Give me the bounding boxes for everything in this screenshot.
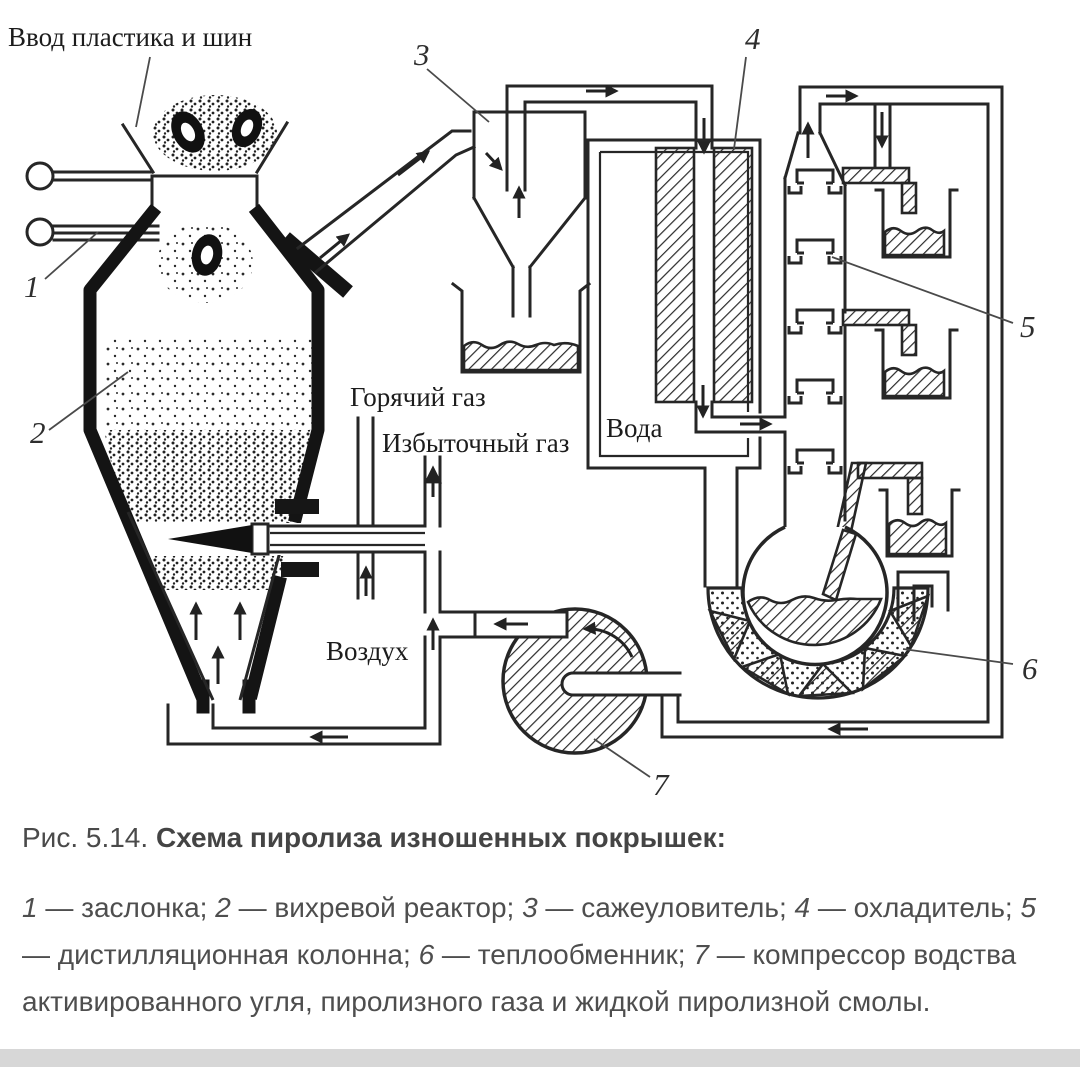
overflow-trap xyxy=(896,570,950,622)
hot-gas-air-pipe xyxy=(356,416,375,600)
leader-2 xyxy=(48,371,129,431)
part-number-3: 3 xyxy=(413,37,430,72)
wall-flange xyxy=(281,562,319,577)
pipe-wall-section xyxy=(280,232,353,298)
vortex-reactor xyxy=(25,95,446,714)
leader-6 xyxy=(902,648,1014,665)
leader-feed xyxy=(135,56,151,128)
return-loop xyxy=(166,703,442,746)
annotations: Ввод пластика и шин Горячий газ Избыточн… xyxy=(8,21,1038,802)
shell-segments xyxy=(707,593,931,698)
flow-arrow xyxy=(484,151,503,171)
legend-item-number: 3 xyxy=(522,892,538,923)
damper-gate-upper xyxy=(52,170,259,182)
cooler xyxy=(586,138,787,588)
part-number-5: 5 xyxy=(1020,309,1036,344)
cooler-plate xyxy=(654,146,696,404)
heat-exchanger xyxy=(706,525,950,700)
reflux-pipe xyxy=(873,102,892,168)
flow-arrow xyxy=(319,233,351,260)
burner-pipe-inner xyxy=(270,531,425,547)
part-number-2: 2 xyxy=(30,415,46,450)
pyrolysis-diagram: Ввод пластика и шин Горячий газ Избыточн… xyxy=(8,21,1038,802)
reactor-outlet-pipe xyxy=(280,129,476,298)
reactor-bed-sparse xyxy=(104,336,314,430)
leader-4 xyxy=(733,56,747,150)
label-feed-input: Ввод пластика и шин xyxy=(8,22,252,52)
tire-piece xyxy=(171,111,205,153)
leader-5 xyxy=(831,256,1014,324)
reactor-bed-lower xyxy=(138,556,284,590)
leader-1 xyxy=(44,231,99,280)
compressor xyxy=(438,607,682,755)
label-water: Вода xyxy=(606,413,662,443)
legend-item-number: 7 xyxy=(693,939,709,970)
excess-gas-pipe xyxy=(423,455,442,746)
label-hot-gas: Горячий газ xyxy=(350,382,486,412)
burner-pipe-fill xyxy=(250,523,446,555)
part-number-7: 7 xyxy=(653,767,670,802)
cooler-plate xyxy=(712,146,754,404)
rotation-arrow xyxy=(582,621,634,658)
burner-pipe xyxy=(266,524,427,554)
label-excess-gas: Избыточный газ xyxy=(382,428,569,458)
footer-divider-bar xyxy=(0,1049,1080,1067)
product-tank xyxy=(874,328,959,400)
soot-tank-liquid xyxy=(462,340,580,372)
dip-tube-lower xyxy=(821,528,858,602)
figure-caption: Рис. 5.14. Схема пиролиза изношенных пок… xyxy=(22,822,726,854)
legend-item-number: 6 xyxy=(418,939,435,970)
legend-item-number: 1 xyxy=(22,892,38,923)
wall-flange xyxy=(275,499,319,514)
gas-piping xyxy=(166,416,868,746)
reactor-wall xyxy=(83,203,325,714)
legend-text: 1 — заслонка; 2 — вихревой реактор; 3 — … xyxy=(22,892,1037,1017)
legend-item-number: 4 xyxy=(794,892,811,923)
bubble-cap-trays xyxy=(787,168,843,475)
product-tank xyxy=(874,188,959,259)
caption-title: Схема пиролиза изношенных покрышек: xyxy=(155,822,726,853)
part-number-4: 4 xyxy=(745,21,761,56)
tire-piece xyxy=(231,108,263,148)
soot-separator xyxy=(450,84,714,374)
product-tank xyxy=(878,488,961,558)
flow-arrow xyxy=(397,150,431,177)
caption-prefix: Рис. 5.14. xyxy=(22,822,149,853)
soot-tank xyxy=(450,281,592,374)
figure-legend: 1 — заслонка; 2 — вихревой реактор; 3 — … xyxy=(22,884,1068,1025)
legend-item-number: 5 xyxy=(1020,892,1037,923)
part-number-6: 6 xyxy=(1022,651,1038,686)
water-outlet-pipe xyxy=(703,466,739,588)
gate-actuator xyxy=(25,217,55,247)
gate-actuator xyxy=(25,161,55,191)
tire-piece xyxy=(191,234,223,276)
leader-3 xyxy=(426,68,490,123)
burner-nozzle-block xyxy=(250,522,270,556)
reactor-bed-dense xyxy=(104,430,314,522)
legend-item-number: 2 xyxy=(215,892,231,923)
burner-cone xyxy=(168,525,252,553)
compressor-slot xyxy=(562,673,680,695)
leader-7 xyxy=(593,738,651,778)
part-number-1: 1 xyxy=(24,269,40,304)
label-air: Воздух xyxy=(326,636,409,666)
feed-hopper xyxy=(120,120,290,213)
